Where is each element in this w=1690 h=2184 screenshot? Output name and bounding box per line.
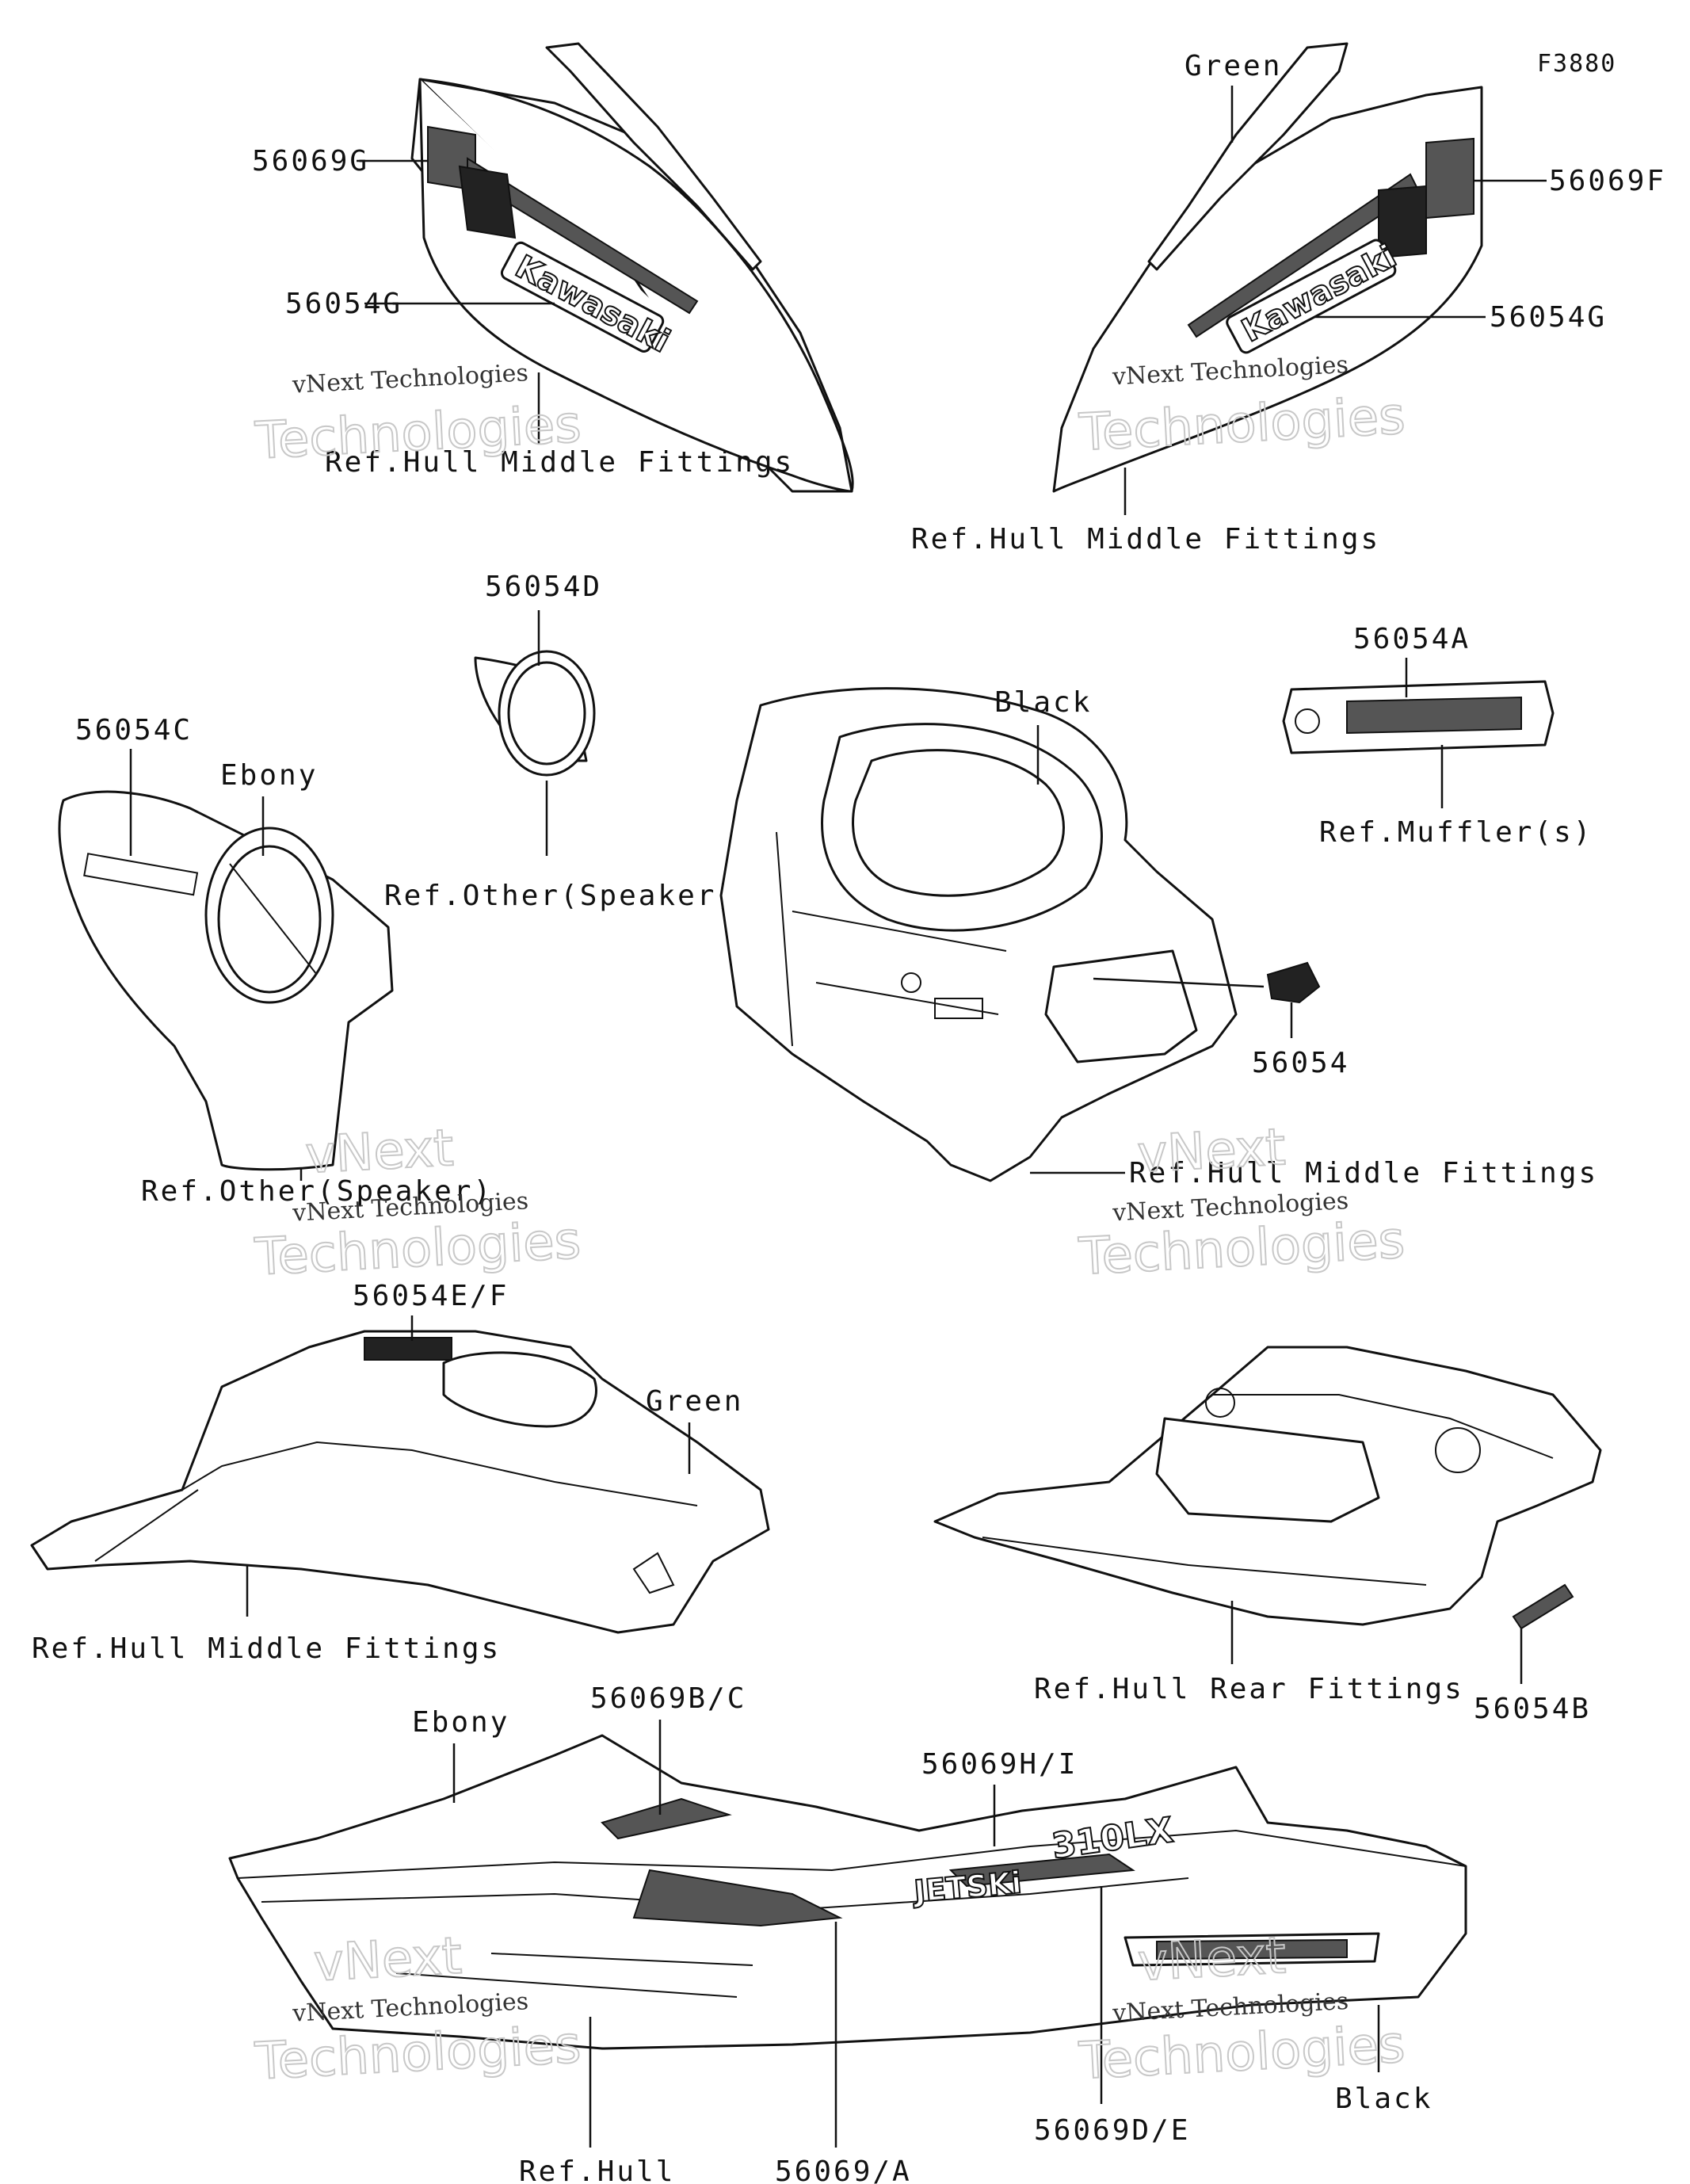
label-56054: 56054 (1252, 1047, 1349, 1079)
watermark-3: vNext vNext Technologies Technologies (252, 1118, 582, 1288)
label-56054b: 56054B (1474, 1693, 1591, 1725)
ref-hull-rear-fittings: Ref.Hull Rear Fittings (1034, 1673, 1464, 1705)
svg-text:Technologies: Technologies (254, 2016, 582, 2091)
ref-other-speaker-2: Ref.Other(Speaker) (141, 1175, 493, 1208)
label-56069de: 56069D/E (1034, 2114, 1190, 2147)
svg-text:vNext: vNext (312, 1927, 464, 1994)
svg-text:vNext: vNext (304, 1119, 456, 1186)
svg-text:vNext Technologies: vNext Technologies (291, 359, 528, 399)
leader-56054-horizontal (1093, 977, 1265, 988)
ref-other-speaker-1: Ref.Other(Speaker) (384, 880, 736, 912)
right-side-panel: Kawasaki (1052, 42, 1483, 493)
watermark-1: vNext Technologies Technologies (253, 359, 583, 472)
decal-56054 (1266, 961, 1321, 1004)
label-black-center: Black (994, 686, 1092, 719)
label-green-top: Green (1185, 50, 1282, 82)
label-56069hi: 56069H/I (921, 1748, 1078, 1781)
left-side-panel: Kawasaki (410, 42, 854, 493)
rear-hull (933, 1346, 1602, 1626)
label-56054g-right: 56054G (1490, 301, 1607, 334)
label-green-mid: Green (646, 1385, 743, 1418)
watermark-4: vNext vNext Technologies Technologies (1076, 1117, 1406, 1288)
ref-muffler: Ref.Muffler(s) (1319, 816, 1593, 849)
figure-code: F3880 (1537, 50, 1616, 78)
speaker-side-panel (58, 790, 394, 1171)
label-ebony-left: Ebony (220, 759, 318, 792)
svg-text:vNext: vNext (1136, 1926, 1288, 1993)
svg-text:vNext: vNext (1136, 1118, 1288, 1185)
label-56054c: 56054C (75, 714, 193, 746)
label-56069g: 56069G (252, 145, 369, 178)
label-ebony-bottom: Ebony (412, 1706, 509, 1739)
label-56054a: 56054A (1353, 623, 1471, 655)
svg-text:Technologies: Technologies (1078, 2015, 1406, 2090)
label-56054d: 56054D (485, 571, 602, 603)
full-hull: JETSKi 310LX (228, 1734, 1467, 2050)
ref-hull-middle-fittings-1: Ref.Hull Middle Fittings (325, 446, 794, 479)
ref-hull-middle-fittings-2: Ref.Hull Middle Fittings (911, 523, 1380, 556)
ref-hull: Ref.Hull (519, 2155, 675, 2184)
label-56069bc: 56069B/C (590, 1682, 746, 1715)
label-56054ef: 56054E/F (353, 1280, 509, 1312)
label-56069a: 56069/A (775, 2155, 912, 2184)
ref-hull-middle-fittings-3: Ref.Hull Middle Fittings (1129, 1157, 1598, 1189)
deck-assembly (719, 687, 1238, 1182)
ref-hull-middle-fittings-4: Ref.Hull Middle Fittings (32, 1632, 501, 1665)
seat-cover (30, 1330, 770, 1634)
label-56069f: 56069F (1549, 165, 1666, 197)
decal-56054b (1512, 1583, 1574, 1630)
muffler (1282, 680, 1555, 754)
speaker-cover (474, 650, 596, 777)
label-black-bottom: Black (1335, 2083, 1432, 2115)
